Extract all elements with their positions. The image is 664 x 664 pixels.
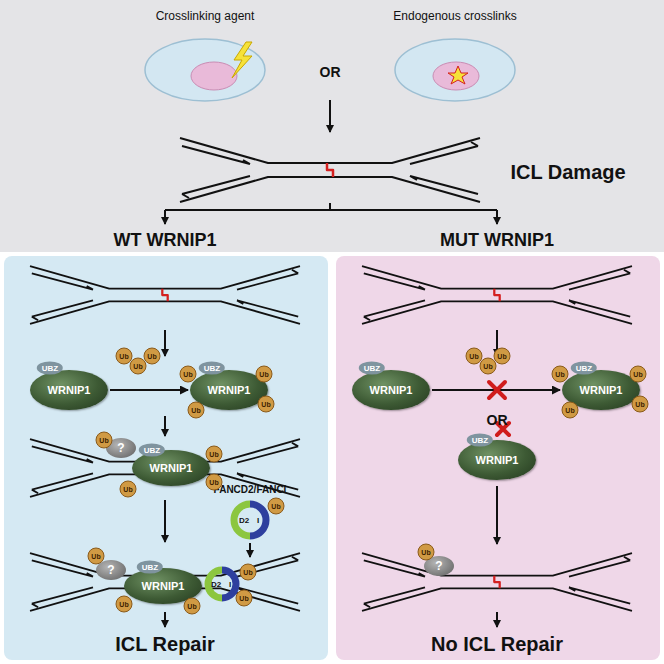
flow-arrow <box>164 416 166 436</box>
node-text: ? <box>107 563 114 577</box>
panel-title: No ICL Repair <box>431 633 563 656</box>
ring-text: D2 <box>211 580 221 589</box>
cell-left <box>145 39 265 101</box>
ubiquitin: Ub <box>184 598 201 615</box>
ubiquitin: Ub <box>96 432 113 449</box>
protein-oval: WRNIP1 <box>352 370 430 410</box>
panel: No ICL RepairWRNIP1WRNIP1WRNIP1? <box>336 256 660 660</box>
ring-arc <box>234 504 250 536</box>
flow-arrow <box>164 210 166 224</box>
ubiquitin: Ub <box>240 564 257 581</box>
ubiquitin: Ub <box>120 481 137 498</box>
cell-right <box>395 39 515 101</box>
connector-arrow <box>110 389 188 391</box>
ring-arc <box>250 504 266 536</box>
branch-heading: WT WRNIP1 <box>114 230 217 251</box>
flow-arrow <box>164 612 166 627</box>
ubiquitin: Ub <box>206 474 223 491</box>
panel-title: ICL Repair <box>115 633 215 656</box>
node-text: ? <box>117 441 124 455</box>
flow-arrow <box>329 100 331 132</box>
ubiquitin: Ub <box>88 548 105 565</box>
ring-text: I <box>229 580 231 589</box>
ubiquitin: Ub <box>258 396 275 413</box>
replication-fork <box>362 266 632 324</box>
flow-arrow <box>164 500 166 542</box>
ubiquitin: Ub <box>562 402 579 419</box>
ring-text: FANCD2/FANCI <box>214 484 287 495</box>
ring-text: I <box>257 516 259 525</box>
ring-text: D2 <box>239 516 249 525</box>
node-text: WRNIP1 <box>580 384 623 396</box>
mut-panel-ground <box>336 256 660 660</box>
ubiquitin: Ub <box>632 396 649 413</box>
replication-fork <box>30 439 300 497</box>
protein-oval: WRNIP1 <box>30 370 108 410</box>
protein-oval: WRNIP1 <box>458 440 536 480</box>
branch-heading: MUT WRNIP1 <box>440 230 554 251</box>
replication-fork <box>180 138 480 202</box>
flow-arrow <box>496 612 498 627</box>
flow-arrow <box>164 330 166 356</box>
panel-title: ICL Damage <box>510 161 625 184</box>
ubiquitin: Ub <box>494 348 511 365</box>
ubiquitin: Ub <box>180 366 197 383</box>
flow-arrow <box>496 210 498 224</box>
or-label: OR <box>487 412 508 428</box>
ubiquitin: Ub <box>144 348 161 365</box>
node-text: WRNIP1 <box>48 384 91 396</box>
branch-line <box>165 203 497 210</box>
node-text: WRNIP1 <box>208 384 251 396</box>
block-cross <box>489 382 505 398</box>
node-text: WRNIP1 <box>476 454 519 466</box>
replication-fork <box>30 553 300 611</box>
panel: ICL Damage <box>0 0 664 252</box>
node-text: WRNIP1 <box>370 384 413 396</box>
ring-arc <box>222 570 236 598</box>
ring-arc <box>208 570 222 598</box>
node-text: WRNIP1 <box>150 462 193 474</box>
fanc-ring: FANCD2/FANCID2I <box>230 500 270 540</box>
cell-label: Crosslinking agent <box>156 9 255 23</box>
ring-shape <box>230 500 270 540</box>
ubiquitin: Ub <box>268 498 285 515</box>
cell-label: Endogenous crosslinks <box>393 9 516 23</box>
ubiquitin: Ub <box>552 366 569 383</box>
ubiquitin: Ub <box>206 446 223 463</box>
ubiquitin: Ub <box>256 366 273 383</box>
node-text: ? <box>435 559 442 573</box>
replication-fork <box>362 553 632 611</box>
ubiquitin: Ub <box>116 596 133 613</box>
ubiquitin: Ub <box>236 590 253 607</box>
ubiquitin: Ub <box>188 402 205 419</box>
wt-panel-ground <box>4 256 328 660</box>
flow-arrow <box>496 486 498 544</box>
ubiquitin: Ub <box>630 366 647 383</box>
or-label: OR <box>320 64 341 80</box>
node-text: WRNIP1 <box>142 580 185 592</box>
replication-fork <box>30 266 300 324</box>
ubiquitin: Ub <box>418 544 435 561</box>
flow-arrow <box>249 543 251 557</box>
top-panel-ground <box>0 0 664 252</box>
panel: ICL RepairWRNIP1WRNIP1?WRNIP1FANCD2/FANC… <box>4 256 328 660</box>
